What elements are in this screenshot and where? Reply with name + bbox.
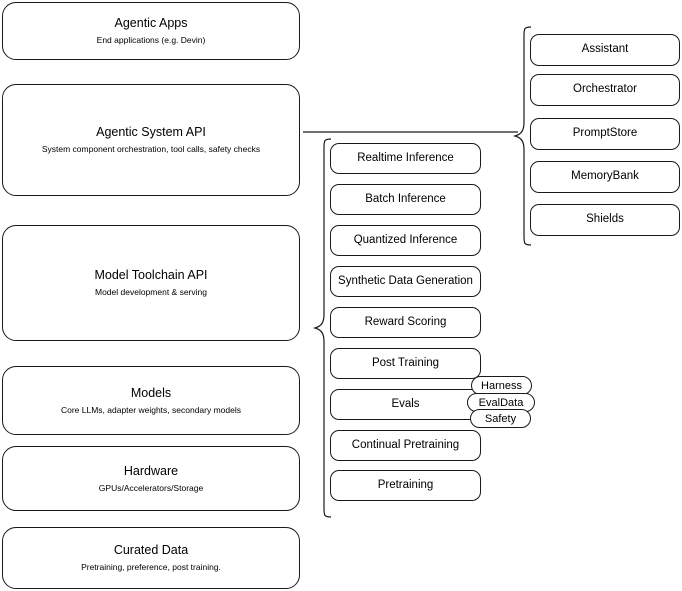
component-title: MemoryBank <box>571 170 639 183</box>
toolchain-component-synthetic-data-generation[interactable]: Synthetic Data Generation <box>330 266 481 297</box>
toolchain-component-continual-pretraining[interactable]: Continual Pretraining <box>330 430 481 461</box>
stack-layer-curated-data[interactable]: Curated Data Pretraining, preference, po… <box>2 527 300 589</box>
component-title: PromptStore <box>572 127 638 140</box>
component-title: Reward Scoring <box>364 315 447 328</box>
component-title: Quantized Inference <box>353 233 458 246</box>
component-title: Realtime Inference <box>357 151 454 164</box>
connector-line-system-api <box>303 131 518 133</box>
toolchain-component-pretraining[interactable]: Pretraining <box>330 470 481 501</box>
system-component-memorybank[interactable]: MemoryBank <box>530 161 680 193</box>
pill-title: EvalData <box>478 396 524 409</box>
component-title: Batch Inference <box>365 192 446 205</box>
layer-subtitle: Pretraining, preference, post training. <box>81 562 221 573</box>
stack-layer-models[interactable]: Models Core LLMs, adapter weights, secon… <box>2 366 300 435</box>
brace-path <box>312 138 332 518</box>
toolchain-component-post-training[interactable]: Post Training <box>330 348 481 379</box>
layer-title: Hardware <box>123 463 179 478</box>
layer-title: Curated Data <box>113 543 189 558</box>
eval-pill-safety[interactable]: Safety <box>470 409 531 428</box>
toolchain-component-batch-inference[interactable]: Batch Inference <box>330 184 481 215</box>
toolchain-component-reward-scoring[interactable]: Reward Scoring <box>330 307 481 338</box>
toolchain-component-realtime-inference[interactable]: Realtime Inference <box>330 143 481 174</box>
layer-title: Model Toolchain API <box>94 268 208 283</box>
layer-title: Agentic System API <box>96 125 206 140</box>
system-component-promptstore[interactable]: PromptStore <box>530 118 680 150</box>
component-title: Shields <box>586 213 624 226</box>
component-title: Orchestrator <box>573 83 637 96</box>
pill-title: Safety <box>484 412 517 425</box>
layer-subtitle: End applications (e.g. Devin) <box>96 35 206 46</box>
layer-subtitle: System component orchestration, tool cal… <box>41 144 261 155</box>
stack-layer-hardware[interactable]: Hardware GPUs/Accelerators/Storage <box>2 446 300 511</box>
brace-toolchain <box>312 138 332 518</box>
component-title: Evals <box>391 397 420 410</box>
layer-subtitle: Core LLMs, adapter weights, secondary mo… <box>60 404 241 415</box>
stack-layer-agentic-apps[interactable]: Agentic Apps End applications (e.g. Devi… <box>2 2 300 60</box>
component-title: Post Training <box>371 356 440 369</box>
component-title: Continual Pretraining <box>351 438 460 451</box>
eval-pill-evaldata[interactable]: EvalData <box>467 393 535 412</box>
layer-title: Agentic Apps <box>114 16 188 31</box>
toolchain-component-quantized-inference[interactable]: Quantized Inference <box>330 225 481 256</box>
component-title: Pretraining <box>377 478 434 491</box>
layer-subtitle: GPUs/Accelerators/Storage <box>98 482 204 493</box>
system-component-shields[interactable]: Shields <box>530 204 680 236</box>
toolchain-component-evals[interactable]: Evals <box>330 389 481 420</box>
pill-title: Harness <box>481 379 522 392</box>
system-component-orchestrator[interactable]: Orchestrator <box>530 74 680 106</box>
layer-subtitle: Model development & serving <box>95 287 207 298</box>
layer-title: Models <box>130 385 172 400</box>
brace-path <box>512 26 532 246</box>
brace-system-components <box>512 26 532 246</box>
component-title: Assistant <box>581 43 629 56</box>
system-component-assistant[interactable]: Assistant <box>530 34 680 66</box>
stack-layer-agentic-system-api[interactable]: Agentic System API System component orch… <box>2 84 300 196</box>
stack-layer-model-toolchain-api[interactable]: Model Toolchain API Model development & … <box>2 225 300 341</box>
component-title: Synthetic Data Generation <box>338 274 473 287</box>
